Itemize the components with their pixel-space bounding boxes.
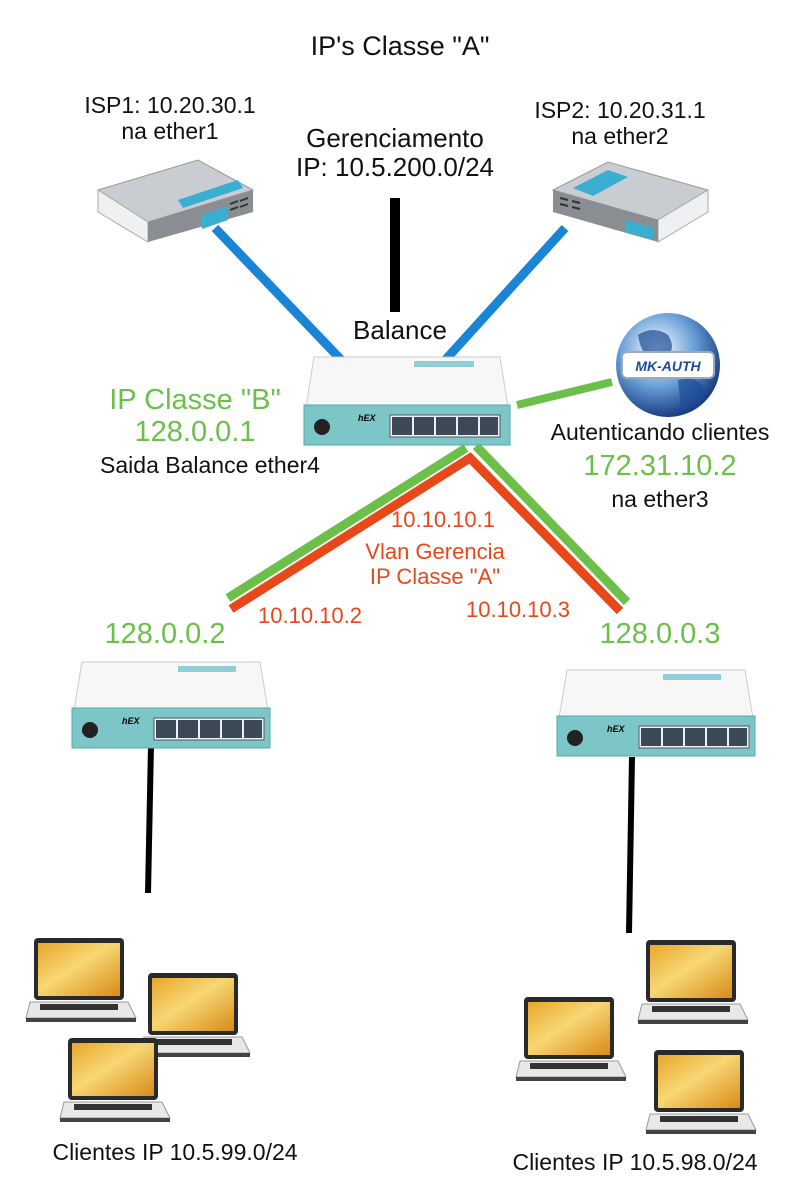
vlan-name-block: Vlan Gerencia IP Classe "A" (335, 539, 535, 589)
left-router-brand: hEX (122, 716, 141, 726)
balance-label: Balance (353, 315, 447, 345)
isp1-ip: ISP1: 10.20.30.1 (84, 92, 256, 118)
left-router-ip: 128.0.0.2 (104, 618, 226, 650)
balance-ip: 128.0.0.1 (134, 416, 256, 449)
isp2-label: ISP2: 10.20.31.1 na ether2 (495, 97, 745, 150)
laptop-icon (637, 939, 749, 1025)
right-router-brand: hEX (607, 724, 626, 734)
vlan-gateway-ip: 10.10.10.1 (391, 507, 495, 532)
mkauth-interface: na ether3 (611, 486, 709, 512)
mkauth-globe-icon: MK-AUTH (616, 313, 720, 417)
right-clients-link (626, 756, 635, 934)
laptop-icon (515, 996, 627, 1082)
balance-router-brand: hEX (358, 413, 377, 423)
management-title: Gerenciamento (306, 123, 484, 153)
mkauth-link (516, 378, 613, 409)
isp2-ip: ISP2: 10.20.31.1 (534, 97, 706, 123)
right-router-ip: 128.0.0.3 (599, 618, 721, 650)
left-clients-link (145, 744, 154, 894)
mkauth-ip: 172.31.10.2 (583, 450, 737, 482)
balance-router-icon: hEX (303, 356, 511, 446)
vlan-right-ip: 10.10.10.3 (466, 597, 570, 622)
laptop-icon (59, 1037, 171, 1123)
vlan-link (228, 452, 624, 615)
vlan-name: Vlan Gerencia (365, 539, 505, 564)
right-router-icon: hEX (556, 669, 756, 757)
isp1-label: ISP1: 10.20.30.1 na ether1 (60, 92, 280, 145)
vlan-left-ip: 10.10.10.2 (258, 603, 362, 628)
balance-exit-label: Saida Balance ether4 (100, 452, 320, 478)
mkauth-label: Autenticando clientes (540, 419, 780, 446)
left-router-icon: hEX (71, 661, 271, 749)
isp1-modem-icon (96, 159, 255, 243)
mkauth-logo-text: MK-AUTH (635, 358, 701, 374)
isp1-interface: na ether1 (121, 117, 219, 144)
vlan-ip-class: IP Classe "A" (369, 563, 501, 589)
classB-link-right (472, 442, 631, 606)
mkauth-description: Autenticando clientes (550, 419, 770, 445)
left-clients-label: Clientes IP 10.5.99.0/24 (52, 1139, 298, 1165)
laptop-icon (25, 937, 137, 1023)
diagram-title: IP's Classe "A" (310, 31, 490, 61)
laptop-icon (645, 1049, 757, 1135)
balance-ip-block: IP Classe "B" 128.0.0.1 (95, 384, 295, 449)
management-subnet: IP: 10.5.200.0/24 (295, 152, 495, 183)
right-clients-laptops (515, 939, 757, 1135)
classB-link-left (225, 444, 469, 602)
balance-ip-class: IP Classe "B" (109, 384, 281, 416)
right-clients-label: Clientes IP 10.5.98.0/24 (512, 1149, 758, 1175)
isp2-modem-icon (551, 161, 710, 243)
left-clients-laptops (25, 937, 251, 1123)
isp2-interface: na ether2 (571, 122, 669, 149)
management-label: Gerenciamento IP: 10.5.200.0/24 (270, 123, 520, 183)
